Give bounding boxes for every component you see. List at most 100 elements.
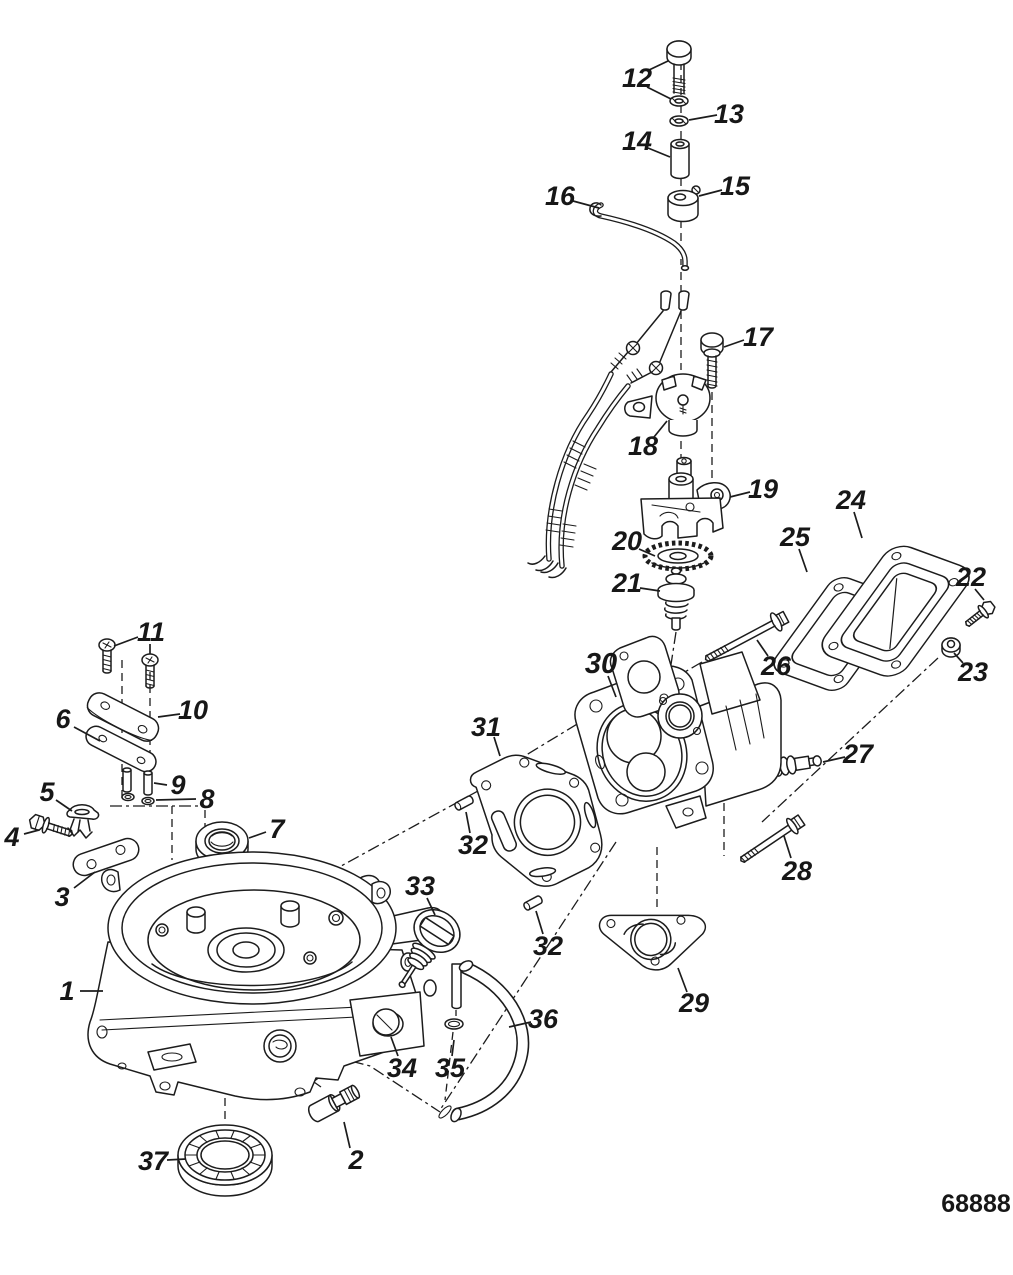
- callout-3: 3: [54, 871, 96, 912]
- leader-line: [723, 339, 745, 348]
- callout-18: 18: [628, 420, 668, 461]
- leader-line: [647, 147, 671, 158]
- callout-label: 2: [347, 1145, 363, 1175]
- leader-line: [756, 639, 769, 657]
- callout-33: 33: [405, 871, 436, 916]
- callout-17: 17: [723, 322, 775, 352]
- leader-line: [73, 871, 96, 889]
- callout-13: 13: [688, 99, 744, 129]
- leader-line: [248, 831, 267, 839]
- leader-line: [508, 1021, 532, 1028]
- callout-label: 28: [781, 856, 812, 886]
- callout-22: 22: [955, 562, 986, 601]
- leader-line: [390, 1036, 399, 1057]
- leader-line: [639, 587, 661, 592]
- leader-line: [653, 420, 668, 438]
- leader-line: [451, 1039, 455, 1057]
- leader-line: [729, 491, 751, 498]
- callout-label: 37: [138, 1146, 170, 1176]
- callout-label: 21: [611, 568, 642, 598]
- leader-line: [343, 1121, 351, 1149]
- leader-line: [157, 713, 181, 718]
- callout-label: 27: [842, 739, 875, 769]
- leader-line: [783, 835, 792, 859]
- callout-label: 34: [387, 1053, 417, 1083]
- callout-7: 7: [248, 814, 286, 844]
- callout-14: 14: [622, 126, 671, 158]
- callout-label: 25: [779, 522, 811, 552]
- part-bolt-26: [704, 610, 790, 662]
- callout-label: 8: [199, 784, 214, 814]
- callout-26: 26: [756, 639, 792, 681]
- callout-32: 32: [533, 910, 563, 961]
- callout-23: 23: [953, 652, 988, 687]
- part-rod-16: [589, 202, 690, 271]
- part-dowel-pin-32a: [454, 795, 474, 811]
- callout-label: 29: [678, 988, 709, 1018]
- part-dipstick-33: [398, 908, 461, 989]
- drawing-number: 68888: [941, 1190, 1011, 1218]
- callout-label: 16: [545, 181, 576, 211]
- leader-line: [974, 588, 985, 601]
- callout-label: 14: [622, 126, 652, 156]
- callout-4: 4: [3, 822, 40, 852]
- callout-20: 20: [611, 526, 656, 557]
- part-bolt-28: [740, 814, 806, 863]
- callout-6: 6: [55, 704, 101, 742]
- callout-19: 19: [729, 474, 778, 504]
- callout-label: 23: [957, 657, 988, 687]
- callout-34: 34: [387, 1036, 417, 1083]
- leader-line: [688, 114, 718, 121]
- leader-line: [646, 86, 672, 100]
- callout-21: 21: [611, 568, 661, 598]
- leader-line: [953, 652, 964, 664]
- callout-label: 33: [405, 871, 435, 901]
- part-spacer-14: [670, 138, 690, 180]
- callout-label: 22: [955, 562, 986, 592]
- part-gasket-6: [85, 725, 157, 773]
- part-bolt-17: [700, 332, 724, 389]
- callout-label: 3: [54, 882, 69, 912]
- leader-line: [55, 799, 73, 812]
- leader-line: [535, 910, 544, 935]
- leader-line: [426, 897, 436, 916]
- part-plate-10: [86, 692, 160, 742]
- callout-label: 19: [748, 474, 778, 504]
- callout-8: 8: [155, 784, 215, 814]
- callout-36: 36: [508, 1004, 559, 1034]
- part-bolt-12: [666, 40, 692, 95]
- part-ball-34: [372, 1008, 400, 1036]
- part-orings-8: [121, 792, 155, 806]
- part-bracket-18: [624, 373, 711, 437]
- part-cables: [527, 290, 690, 579]
- callout-label: 10: [178, 695, 208, 725]
- callout-37: 37: [138, 1146, 187, 1176]
- leader-line: [853, 511, 863, 539]
- callout-9: 9: [153, 770, 186, 800]
- callout-label: 11: [137, 617, 165, 647]
- callout-label: 7: [269, 814, 286, 844]
- leader-line: [607, 675, 617, 698]
- callout-16: 16: [545, 181, 600, 211]
- callout-1: 1: [59, 976, 103, 1006]
- part-washers-13: [669, 95, 689, 127]
- leader-line: [155, 798, 197, 801]
- callout-label: 26: [760, 651, 792, 681]
- callout-2: 2: [343, 1121, 364, 1175]
- callout-label: 15: [720, 171, 751, 201]
- part-bolt-22: [965, 600, 996, 627]
- leader-line: [572, 200, 600, 209]
- leader-line: [153, 782, 168, 786]
- part-hose-36: [450, 960, 530, 1123]
- callout-32: 32: [458, 811, 488, 860]
- callout-label: 9: [170, 770, 185, 800]
- callout-label: 5: [39, 777, 55, 807]
- part-oring-35: [438, 1018, 464, 1119]
- callout-label: 30: [585, 648, 617, 680]
- leader-line: [822, 756, 846, 763]
- callout-label: 18: [628, 431, 658, 461]
- callout-label: 32: [458, 830, 488, 860]
